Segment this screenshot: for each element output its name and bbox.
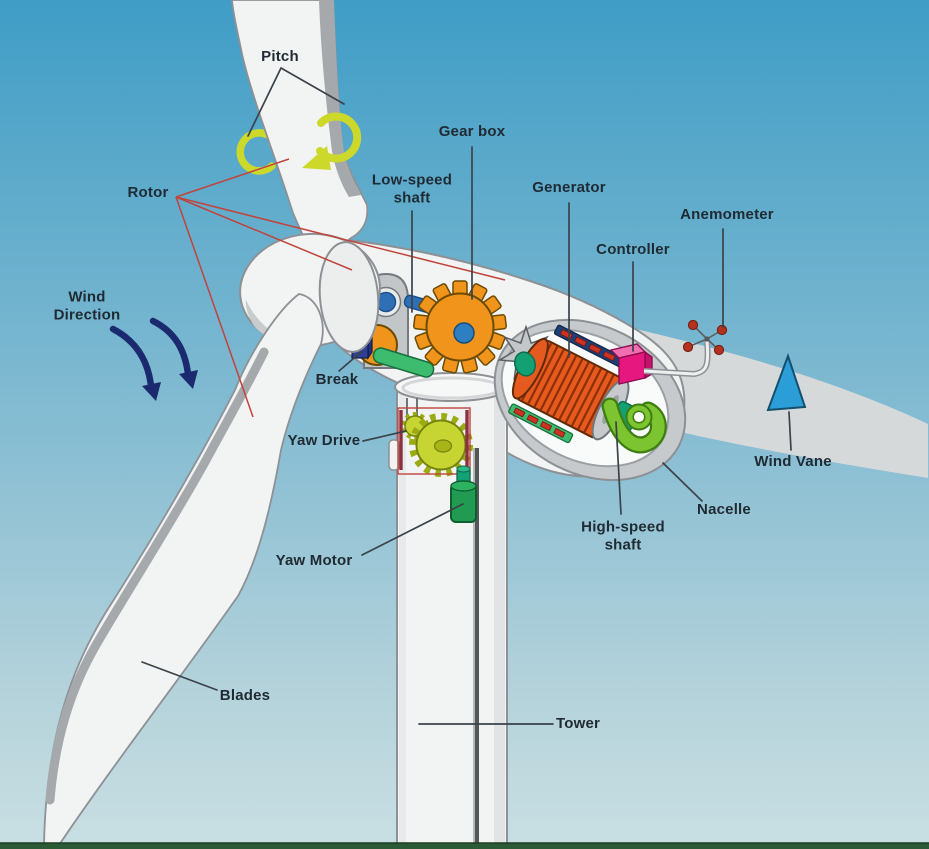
blade-lower bbox=[43, 293, 324, 849]
leader-yaw-motor bbox=[361, 503, 464, 556]
blade-upper bbox=[231, 0, 369, 251]
hub-front-face bbox=[318, 241, 380, 353]
leader-brake bbox=[338, 351, 362, 372]
rotor-pointer-lines bbox=[175, 158, 506, 418]
tower-bracket bbox=[388, 439, 400, 471]
label-generator: Generator bbox=[532, 178, 606, 196]
blade-edge-shading bbox=[45, 347, 269, 805]
ground bbox=[0, 842, 929, 849]
label-rotor: Rotor bbox=[127, 183, 169, 201]
leader-lines bbox=[141, 67, 792, 725]
anemometer-cup bbox=[682, 341, 694, 353]
label-blades: Blades bbox=[219, 686, 271, 704]
label-yaw-motor: Yaw Motor bbox=[275, 551, 353, 569]
anemometer-cup bbox=[713, 344, 725, 356]
label-high-speed-shaft: High-speed shaft bbox=[581, 518, 665, 554]
pitch-rotation-arrow-right bbox=[302, 112, 362, 170]
rotor-hub bbox=[239, 232, 381, 353]
anemometer-cup bbox=[687, 319, 699, 331]
leader-blades bbox=[141, 661, 218, 691]
leader-yaw-drive bbox=[362, 430, 407, 442]
yaw-motor bbox=[450, 465, 477, 523]
label-nacelle: Nacelle bbox=[697, 500, 751, 518]
gear-box-gear bbox=[413, 280, 507, 374]
label-yaw-drive: Yaw Drive bbox=[287, 431, 361, 449]
label-wind-direction: Wind Direction bbox=[53, 288, 121, 324]
label-gear-box: Gear box bbox=[438, 122, 506, 140]
label-brake: Break bbox=[315, 370, 359, 388]
label-wind-vane: Wind Vane bbox=[754, 452, 832, 470]
anemometer bbox=[643, 319, 728, 378]
coupling-hub bbox=[513, 351, 537, 377]
leader-pitch bbox=[247, 67, 345, 137]
high-speed-shaft-hook bbox=[601, 397, 667, 454]
green-shaft bbox=[372, 347, 435, 378]
label-pitch: Pitch bbox=[261, 47, 299, 65]
yaw-assembly bbox=[397, 407, 477, 523]
label-anemometer: Anemometer bbox=[680, 205, 774, 223]
label-controller: Controller bbox=[596, 240, 670, 258]
label-low-speed-shaft: Low-speed shaft bbox=[371, 171, 453, 207]
leader-wind-vane bbox=[788, 411, 792, 451]
wind-direction-arrows bbox=[109, 317, 198, 401]
leader-nacelle bbox=[662, 462, 703, 502]
yaw-drive-gear bbox=[409, 413, 473, 477]
wind-vane bbox=[766, 352, 807, 412]
leader-high-speed-shaft bbox=[615, 421, 622, 515]
anemometer-cup bbox=[716, 324, 728, 336]
label-tower: Tower bbox=[555, 714, 601, 732]
generator-assembly bbox=[497, 324, 667, 454]
yaw-highlight-box bbox=[397, 407, 471, 475]
blade-edge-shading bbox=[319, 0, 361, 197]
